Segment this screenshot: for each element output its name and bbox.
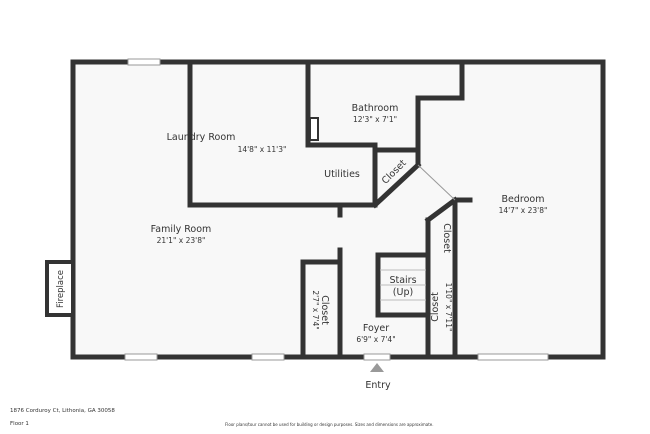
laundry-dims: 14'8" x 11'3" — [238, 145, 287, 154]
closet-foyer-label: Closet — [430, 292, 441, 322]
laundry-label: Laundry Room — [167, 132, 236, 143]
closet-left-dims: 2'7" x 7'4" — [311, 290, 320, 329]
walls — [70, 59, 606, 360]
chimney — [309, 117, 319, 141]
closet-bed-label: Closet — [441, 223, 452, 253]
floor-label: Floor 1 — [10, 421, 29, 427]
doorway — [417, 164, 456, 201]
fireplace-label: Fireplace — [56, 270, 66, 308]
stairs-sub: (Up) — [393, 287, 413, 298]
address: 1876 Corduroy Ct, Lithonia, GA 30058 — [10, 408, 115, 414]
bathroom-label: Bathroom — [352, 103, 399, 114]
stair-treads — [380, 269, 426, 301]
closet-foyer-dims: 1'10" x 7'11" — [444, 283, 453, 332]
windows — [124, 58, 549, 361]
closet-left-label: Closet — [319, 295, 330, 325]
family-dims: 21'1" x 23'8" — [157, 236, 206, 245]
foyer-label: Foyer — [363, 323, 389, 334]
utilities-label: Utilities — [324, 169, 360, 180]
bathroom-dims: 12'3" x 7'1" — [353, 115, 397, 124]
bedroom-label: Bedroom — [502, 194, 545, 205]
bedroom-dims: 14'7" x 23'8" — [499, 206, 548, 215]
entry-label: Entry — [365, 380, 391, 391]
fireplace — [45, 260, 75, 317]
family-label: Family Room — [151, 224, 212, 235]
entry-arrow-icon — [370, 363, 384, 372]
foyer-dims: 6'9" x 7'4" — [356, 335, 395, 344]
disclaimer: Floor plans/tour cannot be used for buil… — [225, 422, 434, 427]
stairs-label: Stairs — [389, 275, 416, 286]
